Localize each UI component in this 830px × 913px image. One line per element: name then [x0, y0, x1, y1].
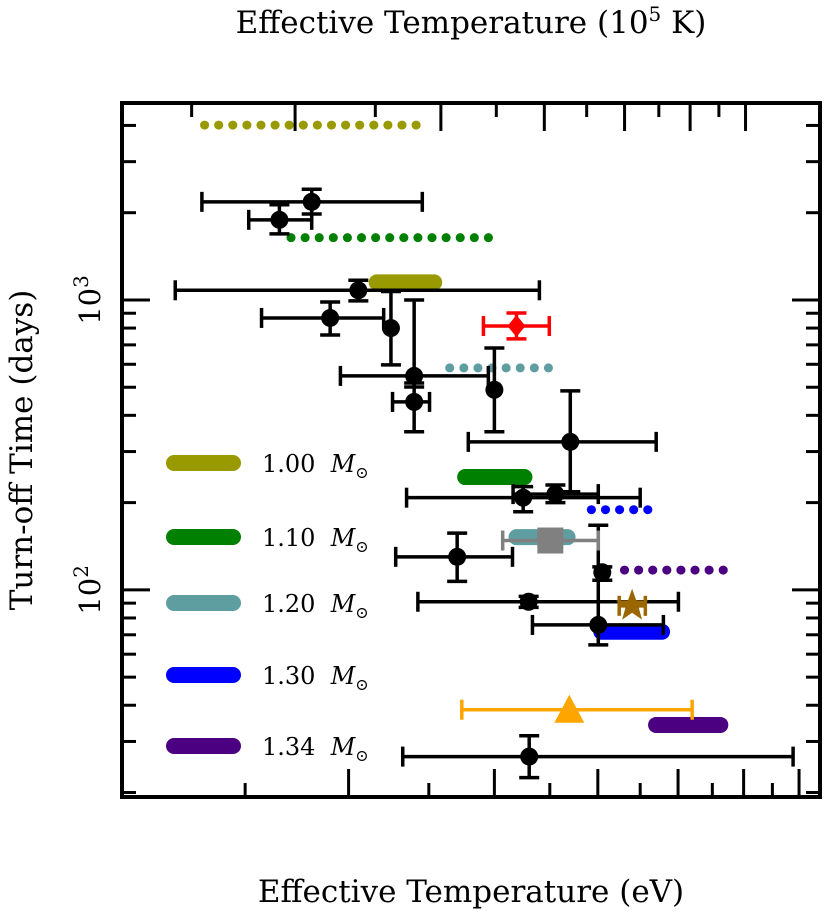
y-tick-base: 10 [73, 288, 107, 325]
data-point [349, 281, 368, 300]
data-point [405, 392, 424, 411]
triangle-point [554, 694, 585, 723]
data-point [381, 319, 400, 338]
legend-unit-sub: ⊙ [355, 537, 368, 556]
star-point [615, 588, 649, 620]
square-point [537, 527, 564, 554]
legend-unit-sub: ⊙ [355, 746, 368, 765]
legend-mass: 1.00 [262, 450, 323, 478]
legend-label: 1.30 M⊙ [262, 662, 369, 694]
y-tick-exponent: 2 [69, 565, 93, 578]
legend-unit-sub: ⊙ [355, 675, 368, 694]
legend-label: 1.10 M⊙ [262, 524, 369, 556]
y-tick-base: 10 [73, 578, 107, 615]
data-point [520, 747, 539, 766]
data-point [589, 615, 608, 634]
data-point [519, 592, 538, 611]
data-point [405, 366, 424, 385]
legend-label: 1.20 M⊙ [262, 590, 369, 622]
data-point [321, 308, 340, 327]
legend-unit: M [330, 524, 357, 552]
data-point [302, 192, 321, 211]
y-tick-label: 102 [69, 565, 107, 615]
legend-unit: M [330, 450, 357, 478]
legend-unit: M [330, 662, 357, 690]
data-point [561, 432, 580, 451]
legend: 1.00 M⊙1.10 M⊙1.20 M⊙1.30 M⊙1.34 M⊙ [166, 450, 369, 765]
legend-mass: 1.10 [262, 524, 323, 552]
legend-mass: 1.30 [262, 662, 323, 690]
diamond-point [507, 315, 526, 338]
legend-mass: 1.20 [262, 590, 323, 618]
data-point [546, 485, 565, 504]
legend-unit: M [330, 590, 357, 618]
data-point [485, 380, 504, 399]
x-axis-label: Effective Temperature (eV) [258, 874, 684, 910]
data-point [270, 210, 289, 229]
legend-label: 1.34 M⊙ [262, 733, 369, 765]
data-point [593, 563, 612, 582]
y-tick-label: 103 [69, 275, 107, 325]
legend-mass: 1.34 [262, 733, 323, 761]
legend-unit: M [330, 733, 357, 761]
plot-frame [120, 101, 822, 799]
legend-unit-sub: ⊙ [355, 603, 368, 622]
y-axis-label: Turn-off Time (days) [4, 290, 40, 611]
top-x-axis-label: Effective Temperature (105 K) [236, 2, 707, 41]
legend-label: 1.00 M⊙ [262, 450, 369, 482]
data-points [173, 187, 795, 780]
legend-unit-sub: ⊙ [355, 463, 368, 482]
y-tick-exponent: 3 [69, 275, 93, 288]
data-point [448, 547, 467, 566]
data-point [514, 488, 533, 507]
